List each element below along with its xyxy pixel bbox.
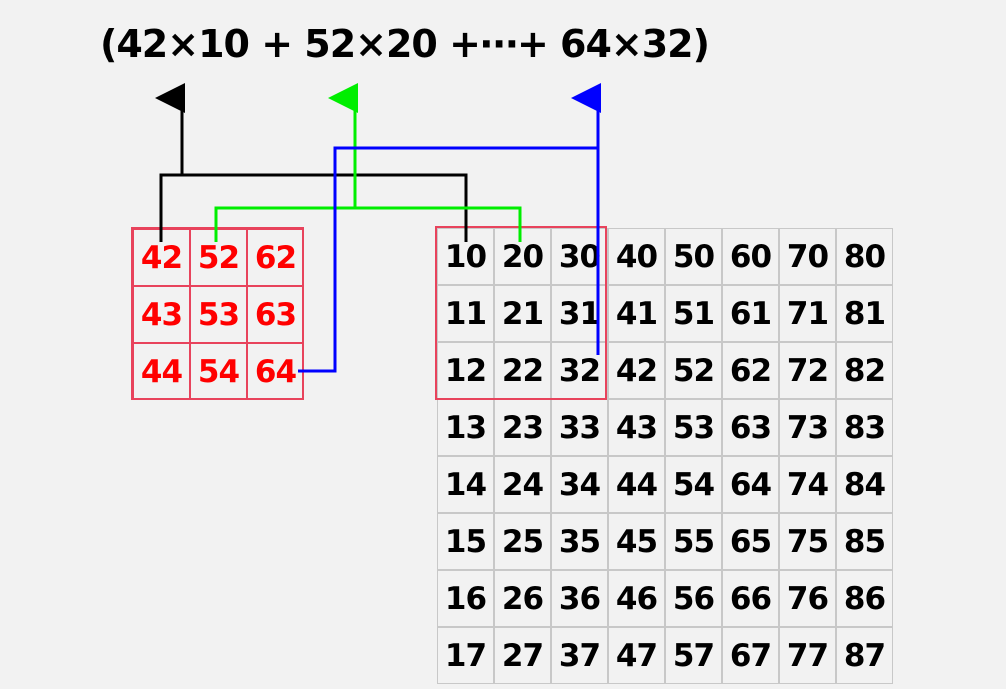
connector-last-product (298, 146, 600, 373)
input-cell: 34 (551, 456, 608, 513)
kernel-cell: 53 (190, 286, 247, 343)
input-cell: 13 (437, 399, 494, 456)
kernel-cell: 64 (247, 343, 304, 400)
input-cell: 46 (608, 570, 665, 627)
input-cell: 84 (836, 456, 893, 513)
input-cell: 35 (551, 513, 608, 570)
input-cell: 63 (722, 399, 779, 456)
input-cell: 85 (836, 513, 893, 570)
input-cell: 47 (608, 627, 665, 684)
input-cell: 26 (494, 570, 551, 627)
input-cell: 21 (494, 285, 551, 342)
input-cell: 14 (437, 456, 494, 513)
kernel-cell: 54 (190, 343, 247, 400)
input-cell: 71 (779, 285, 836, 342)
input-cell: 52 (665, 342, 722, 399)
input-cell: 72 (779, 342, 836, 399)
input-cell: 42 (608, 342, 665, 399)
input-cell: 57 (665, 627, 722, 684)
input-cell: 66 (722, 570, 779, 627)
input-cell: 44 (608, 456, 665, 513)
input-cell: 86 (836, 570, 893, 627)
input-cell: 77 (779, 627, 836, 684)
input-cell: 16 (437, 570, 494, 627)
input-cell: 82 (836, 342, 893, 399)
input-cell: 20 (494, 228, 551, 285)
input-cell: 65 (722, 513, 779, 570)
input-cell: 24 (494, 456, 551, 513)
input-cell: 87 (836, 627, 893, 684)
input-cell: 75 (779, 513, 836, 570)
input-cell: 80 (836, 228, 893, 285)
input-cell: 56 (665, 570, 722, 627)
input-cell: 25 (494, 513, 551, 570)
input-cell: 23 (494, 399, 551, 456)
input-cell: 41 (608, 285, 665, 342)
input-cell: 83 (836, 399, 893, 456)
formula: (42×10 + 52×20 +⋯+ 64×32) (100, 22, 710, 66)
input-cell: 55 (665, 513, 722, 570)
input-cell: 50 (665, 228, 722, 285)
input-cell: 74 (779, 456, 836, 513)
input-cell: 60 (722, 228, 779, 285)
input-cell: 17 (437, 627, 494, 684)
input-cell: 43 (608, 399, 665, 456)
input-cell: 54 (665, 456, 722, 513)
kernel-cell: 62 (247, 229, 304, 286)
input-cell: 15 (437, 513, 494, 570)
input-cell: 73 (779, 399, 836, 456)
connector-second-product (214, 206, 522, 242)
input-cell: 33 (551, 399, 608, 456)
input-cell: 45 (608, 513, 665, 570)
kernel-cell: 43 (133, 286, 190, 343)
input-cell: 36 (551, 570, 608, 627)
input-cell: 64 (722, 456, 779, 513)
input-cell: 37 (551, 627, 608, 684)
input-cell: 81 (836, 285, 893, 342)
input-cell: 40 (608, 228, 665, 285)
input-cell: 11 (437, 285, 494, 342)
input-cell: 61 (722, 285, 779, 342)
input-cell: 76 (779, 570, 836, 627)
input-cell: 70 (779, 228, 836, 285)
kernel-cell: 44 (133, 343, 190, 400)
input-cell: 67 (722, 627, 779, 684)
input-cell: 51 (665, 285, 722, 342)
input-cell: 53 (665, 399, 722, 456)
kernel-cell: 63 (247, 286, 304, 343)
input-cell: 27 (494, 627, 551, 684)
kernel-cell: 52 (190, 229, 247, 286)
input-cell: 62 (722, 342, 779, 399)
